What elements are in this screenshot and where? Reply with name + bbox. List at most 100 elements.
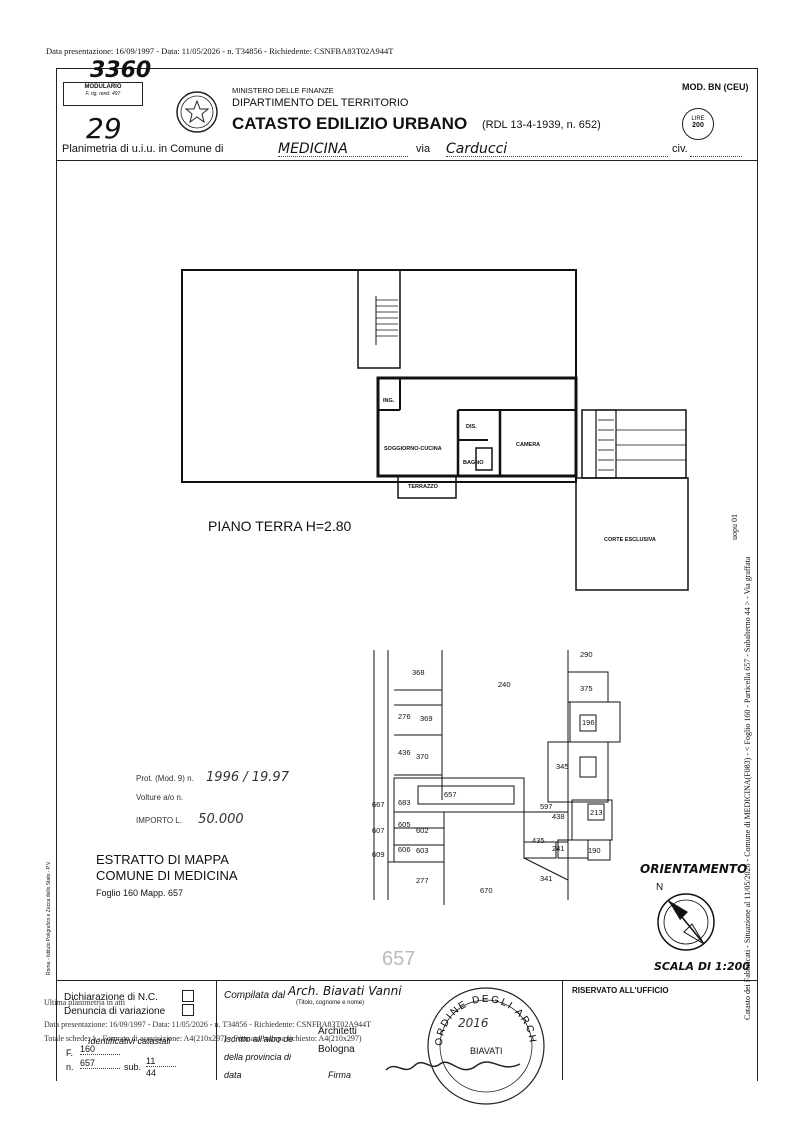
side-text-container: Catasto dei Fabbricati - Situazione al 1…	[743, 330, 753, 1020]
stamp-line: IMPORTO L. 50.000	[136, 812, 244, 827]
identificativi-label: Identificativi catastali	[88, 1036, 171, 1046]
stamp-value: 50.000	[198, 812, 244, 827]
titolo-hint: (Titolo, cognome e nome)	[296, 1000, 365, 1006]
stamp-label: Volture a/o n.	[136, 793, 184, 802]
form-border	[56, 68, 758, 1081]
modulario-box: MODULARIO F. rig. rend. 497	[63, 82, 143, 106]
firma-label: Firma	[328, 1070, 351, 1080]
comune-value: MEDICINA	[278, 141, 348, 157]
margin-text: Roma - Istituto Poligrafico e Zecca dell…	[46, 860, 52, 975]
lire-label: LIRE	[691, 116, 705, 122]
side-text2-container: uopu 01	[730, 500, 740, 540]
room-terrazzo: TERRAZZO	[408, 484, 438, 490]
compilata-value: Arch. Biavati Vanni	[288, 984, 402, 998]
side-text2: uopu 01	[730, 514, 739, 540]
denuncia-checkbox[interactable]	[182, 1004, 194, 1016]
sub-label: sub.	[124, 1062, 142, 1072]
n-value: 657	[80, 1058, 120, 1069]
parcel-number: 597	[540, 802, 553, 811]
scale-label: SCALA DI 1:200	[654, 960, 750, 973]
f-label: F.	[66, 1048, 74, 1058]
sub-value2: 44	[146, 1068, 157, 1078]
parcel-number: 213	[590, 808, 603, 817]
comune-field: MEDICINA	[278, 140, 408, 157]
handwritten-number: 3360	[90, 58, 152, 83]
parcel-number: 290	[580, 650, 593, 659]
parcel-number: 607	[372, 826, 385, 835]
parcel-number: 241	[552, 844, 565, 853]
footer-divider-v1	[216, 980, 217, 1080]
margin-text-container: Roma - Istituto Poligrafico e Zecca dell…	[46, 835, 54, 975]
bottom-line-2: Totale schede: 1 - Formato di acquisizio…	[44, 1034, 362, 1043]
header-divider	[56, 160, 757, 161]
via-label: via	[416, 143, 431, 155]
room-dis: DIS.	[466, 424, 477, 430]
footer-divider	[56, 980, 757, 981]
via-value: Carducci	[446, 141, 508, 157]
modulario-sub: F. rig. rend. 497	[85, 91, 121, 97]
lire-stamp: LIRE 200	[682, 108, 714, 140]
provincia-value: Bologna	[318, 1044, 355, 1055]
parcel-number: 341	[540, 874, 553, 883]
planimetria-label: Planimetria di u.i.u. in Comune di	[62, 143, 224, 155]
civ-label: civ.	[672, 143, 688, 155]
dichiarazione-checkbox[interactable]	[182, 990, 194, 1002]
iscritto-label: Iscritto all'albo de	[224, 1034, 294, 1044]
room-camera: CAMERA	[516, 442, 541, 448]
denuncia-label: Denuncia di variazione	[64, 1006, 166, 1017]
room-soggiorno: SOGGIORNO-CUCINA	[384, 446, 442, 452]
modulario-label: MODULARIO	[84, 84, 122, 90]
parcel-number: 276	[398, 712, 411, 721]
n-label: n.	[66, 1062, 74, 1072]
parcel-number: 368	[412, 668, 425, 677]
north-label: N	[656, 882, 664, 893]
stamp-label: Prot. (Mod. 9) n.	[136, 774, 194, 783]
page-title: CATASTO EDILIZIO URBANO	[232, 114, 468, 133]
parcel-number: 345	[556, 762, 569, 771]
map-foglio: Foglio 160 Mapp. 657	[96, 888, 184, 898]
orientamento-label: ORIENTAMENTO	[640, 862, 748, 876]
parcel-number: 240	[498, 680, 511, 689]
parcel-number: 277	[416, 876, 429, 885]
dichiarazione-label: Dichiarazione di N.C.	[64, 992, 158, 1003]
ministry-label: MINISTERO DELLE FINANZE	[232, 86, 334, 95]
parcel-number: 435	[532, 836, 545, 845]
room-ing: ING.	[383, 398, 395, 404]
riservato-label: RISERVATO ALL'UFFICIO	[572, 986, 669, 995]
parcel-number: 603	[416, 846, 429, 855]
stamp-label: IMPORTO L.	[136, 816, 182, 825]
parcel-number: 609	[372, 850, 385, 859]
stamp-value: 1996 / 19.97	[206, 770, 289, 785]
compilata-label: Compilata dal	[224, 990, 286, 1001]
floor-label: PIANO TERRA H=2.80	[208, 518, 352, 534]
parcel-number: 190	[588, 846, 601, 855]
parcel-number: 370	[416, 752, 429, 761]
document-header: Data presentazione: 16/09/1997 - Data: 1…	[46, 46, 394, 56]
parcel-number: 375	[580, 684, 593, 693]
map-comune: COMUNE DI MEDICINA	[96, 868, 238, 883]
room-corte: CORTE ESCLUSIVA	[604, 537, 656, 543]
sub-value: 11	[146, 1056, 176, 1067]
civ-field	[690, 140, 742, 157]
parcel-number: 683	[398, 798, 411, 807]
year-stamp: 2016	[458, 1016, 489, 1030]
provincia-label: della provincia di	[224, 1052, 292, 1062]
data-label: data	[224, 1070, 242, 1080]
parcel-number: 438	[552, 812, 565, 821]
parcel-number: 436	[398, 748, 411, 757]
footer-divider-v2	[562, 980, 563, 1080]
room-bagno: BAGNO	[463, 460, 484, 466]
sheet-number: 29	[86, 112, 122, 145]
side-text: Catasto dei Fabbricati - Situazione al 1…	[743, 556, 752, 1020]
estratto-label: ESTRATTO DI MAPPA	[96, 852, 229, 867]
parcel-number: 667	[372, 800, 385, 809]
f-value: 160	[80, 1044, 120, 1055]
via-field: Carducci	[446, 140, 668, 157]
parcel-number: 369	[420, 714, 433, 723]
ultima-planimetria: Ultima planimetria in atti	[44, 998, 126, 1007]
faded-reference: 657	[382, 948, 416, 970]
lire-value: 200	[692, 122, 704, 129]
parcel-number: 602	[416, 826, 429, 835]
iscritto-value: Architetti	[318, 1026, 357, 1037]
stamp-line: Prot. (Mod. 9) n. 1996 / 19.97	[136, 770, 289, 785]
